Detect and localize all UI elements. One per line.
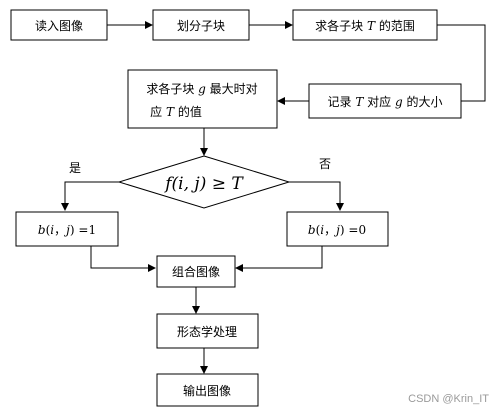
connector-range-to-record — [437, 24, 486, 102]
maxg-l2-suffix: 的值 — [174, 104, 202, 119]
maxg-l1-suffix: 最大时对 — [206, 82, 258, 96]
record-var-t: T — [355, 95, 364, 109]
node-combine-label: 组合图像 — [172, 264, 220, 279]
node-max-g-line2: 应 T 的值 — [150, 104, 202, 119]
node-b0-label: b(i，j) =0 — [308, 223, 366, 237]
record-suffix: 的大小 — [403, 94, 443, 109]
node-morphology-label: 形态学处理 — [177, 324, 237, 339]
b0-j: j — [333, 223, 340, 237]
find-t-suffix: 的范围 — [375, 18, 415, 33]
node-max-g-line1: 求各子块 g 最大时对 — [146, 81, 257, 96]
arrow-decision-yes — [61, 181, 119, 211]
maxg-l2-var: T — [166, 105, 175, 119]
node-b-equals-0: b(i，j) =0 — [286, 211, 389, 247]
decision-op: ≥ — [206, 174, 231, 194]
b0-close: ) =0 — [340, 223, 366, 237]
find-t-prefix: 求各子块 — [315, 18, 367, 33]
node-read-image-label: 读入图像 — [35, 19, 83, 33]
maxg-l1-var: g — [198, 82, 206, 96]
decision-f: f — [163, 174, 174, 194]
node-output-label: 输出图像 — [183, 383, 231, 398]
find-t-var: T — [367, 19, 376, 33]
b1-open: ( — [46, 223, 51, 237]
node-combine-image: 组合图像 — [156, 255, 236, 288]
branch-label-yes: 是 — [69, 161, 81, 175]
b0-b: b — [308, 223, 316, 237]
arrow-b1-to-combine — [90, 246, 156, 272]
decision-args: (i, j) — [172, 174, 207, 194]
b1-close: ) =1 — [70, 223, 96, 237]
node-divide-blocks: 划分子块 — [152, 9, 250, 41]
b1-i: i — [50, 223, 54, 237]
node-record-t-g: 记录 T 对应 g 的大小 — [308, 83, 462, 119]
node-divide-blocks-label: 划分子块 — [177, 19, 225, 33]
b1-j: j — [63, 223, 70, 237]
record-mid: 对应 — [363, 94, 395, 109]
maxg-l2-prefix: 应 — [150, 104, 166, 119]
node-record-label: 记录 T 对应 g 的大小 — [328, 94, 443, 109]
record-var-g: g — [395, 95, 403, 109]
b1-sep: ， — [54, 223, 66, 237]
node-find-t-range-label: 求各子块 T 的范围 — [315, 18, 415, 33]
node-b-equals-1: b(i，j) =1 — [15, 211, 119, 247]
decision-condition: f(i, j) ≥ T — [163, 174, 244, 194]
node-find-t-range: 求各子块 T 的范围 — [292, 9, 438, 41]
b0-open: ( — [316, 223, 321, 237]
branch-label-no: 否 — [319, 157, 331, 171]
b1-b: b — [38, 223, 46, 237]
b0-i: i — [320, 223, 324, 237]
node-decision: f(i, j) ≥ T — [117, 155, 291, 209]
node-max-g: 求各子块 g 最大时对 应 T 的值 — [127, 69, 278, 129]
b0-sep: ， — [324, 223, 336, 237]
node-b1-label: b(i，j) =1 — [38, 223, 96, 237]
node-morphology: 形态学处理 — [156, 313, 259, 349]
node-read-image: 读入图像 — [10, 9, 108, 41]
node-output-image: 输出图像 — [156, 373, 259, 407]
watermark: CSDN @Krin_IT — [408, 393, 489, 405]
maxg-l1-prefix: 求各子块 — [146, 81, 198, 96]
record-prefix: 记录 — [328, 95, 356, 109]
arrow-decision-no — [289, 181, 344, 211]
arrow-b0-to-combine — [235, 246, 323, 272]
decision-t: T — [231, 174, 244, 194]
